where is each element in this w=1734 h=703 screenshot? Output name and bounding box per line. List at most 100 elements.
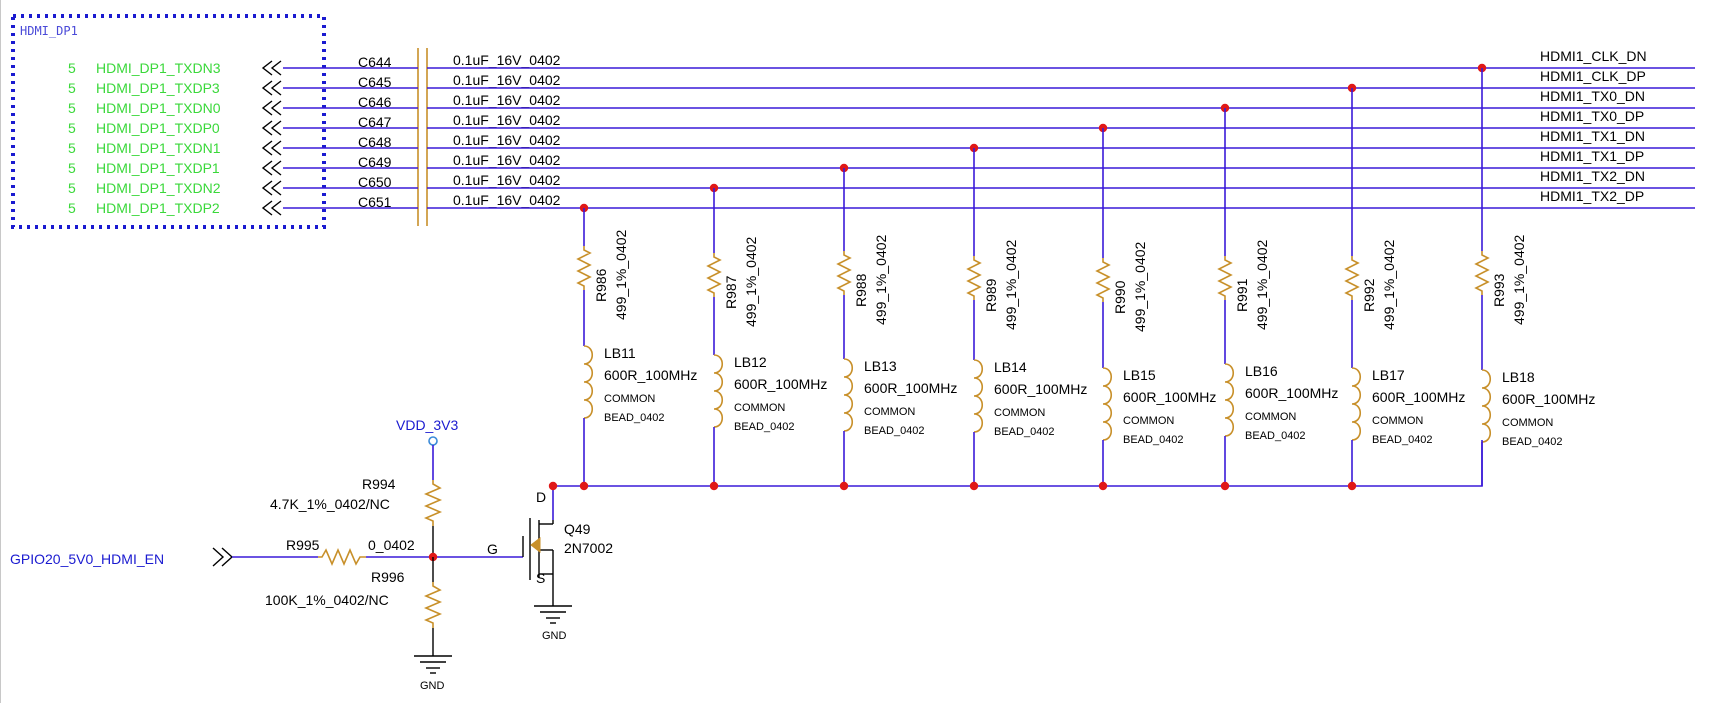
bead-desc-package: BEAD_0402 — [604, 412, 665, 424]
bead-value: 600R_100MHz — [1123, 389, 1216, 405]
input-net-label: HDMI_DP1_TXDN0 — [96, 100, 221, 116]
r994-resistor — [423, 480, 443, 526]
bead-value: 600R_100MHz — [864, 380, 957, 396]
bead-desc-package: BEAD_0402 — [864, 425, 925, 437]
r995-resistor — [318, 547, 366, 567]
bus-junction — [709, 481, 719, 491]
capacitor-value: 0.1uF_16V_0402 — [453, 172, 561, 188]
bead-desc-package: BEAD_0402 — [1123, 434, 1184, 446]
block-pin-number: 5 — [68, 160, 76, 176]
bead-desc-common: COMMON — [604, 393, 655, 405]
capacitor-value: 0.1uF_16V_0402 — [453, 52, 561, 68]
bus-junction — [1220, 481, 1230, 491]
resistor-value: 499_1%_0402 — [613, 229, 629, 320]
bead-desc-common: COMMON — [864, 406, 915, 418]
r994-ref: R994 — [362, 476, 396, 492]
ferrite-bead — [1224, 363, 1235, 437]
bead-desc-package: BEAD_0402 — [1245, 430, 1306, 442]
bead-value: 600R_100MHz — [994, 381, 1087, 397]
bead-ref: LB12 — [734, 354, 767, 370]
r995-value: 0_0402 — [368, 537, 415, 553]
q49-ref: Q49 — [564, 521, 591, 537]
drain-label: D — [536, 489, 546, 505]
bus-junction — [1347, 481, 1357, 491]
source-label: S — [536, 570, 545, 586]
r996-resistor — [423, 582, 443, 628]
gnd-label-q49: GND — [542, 630, 567, 642]
bead-value: 600R_100MHz — [604, 367, 697, 383]
bead-desc-common: COMMON — [1123, 415, 1174, 427]
resistor-value: 499_1%_0402 — [1132, 241, 1148, 332]
resistor-value: 499_1%_0402 — [1381, 239, 1397, 330]
capacitor-value: 0.1uF_16V_0402 — [453, 192, 561, 208]
bead-desc-common: COMMON — [1502, 417, 1553, 429]
vdd-3v3-port — [428, 436, 438, 446]
resistor-ref: R986 — [593, 268, 609, 302]
input-net-label: HDMI_DP1_TXDP1 — [96, 160, 220, 176]
enable-circuit: VDD_3V3 R994 4.7K_1%_0402/NC GPIO20_5V0_… — [10, 417, 613, 692]
port-chevron — [270, 80, 282, 96]
bead-desc-package: BEAD_0402 — [994, 426, 1055, 438]
resistor-value: 499_1%_0402 — [873, 234, 889, 325]
output-net-label: HDMI1_CLK_DN — [1540, 48, 1647, 64]
block-pin-number: 5 — [68, 60, 76, 76]
q49-value: 2N7002 — [564, 540, 613, 556]
ferrite-bead — [1351, 367, 1362, 441]
ferrite-bead — [1481, 369, 1492, 443]
block-pin-number: 5 — [68, 120, 76, 136]
capacitor-value: 0.1uF_16V_0402 — [453, 112, 561, 128]
ferrite-bead — [973, 359, 984, 433]
bus-junction — [969, 481, 979, 491]
port-chevron — [270, 160, 282, 176]
bead-desc-common: COMMON — [1372, 415, 1423, 427]
capacitor-ref: C648 — [358, 134, 392, 150]
block-pin-number: 5 — [68, 140, 76, 156]
input-net-label: HDMI_DP1_TXDN2 — [96, 180, 221, 196]
bead-ref: LB15 — [1123, 367, 1156, 383]
port-chevron — [261, 160, 273, 176]
block-title: HDMI_DP1 — [20, 24, 78, 38]
bead-value: 600R_100MHz — [1502, 391, 1595, 407]
input-arrow-1 — [212, 547, 225, 567]
ferrite-bead — [843, 358, 854, 432]
block-pin-number: 5 — [68, 200, 76, 216]
r994-value: 4.7K_1%_0402/NC — [270, 496, 390, 512]
ferrite-bead — [583, 345, 594, 419]
termination-resistor — [1344, 256, 1360, 300]
bead-ref: LB13 — [864, 358, 897, 374]
port-chevron — [261, 180, 273, 196]
drain-junction — [548, 481, 558, 491]
termination-bus — [548, 440, 1483, 520]
termination-resistor — [1095, 258, 1111, 302]
output-net-label: HDMI1_TX0_DN — [1540, 88, 1645, 104]
resistor-value: 499_1%_0402 — [1254, 239, 1270, 330]
ferrite-bead — [1102, 367, 1113, 441]
port-chevron — [270, 140, 282, 156]
port-chevron — [261, 100, 273, 116]
bead-desc-package: BEAD_0402 — [1502, 436, 1563, 448]
bead-ref: LB14 — [994, 359, 1027, 375]
r996-ref: R996 — [371, 569, 405, 585]
resistor-ref: R990 — [1112, 280, 1128, 314]
capacitor-value: 0.1uF_16V_0402 — [453, 152, 561, 168]
capacitor-value: 0.1uF_16V_0402 — [453, 132, 561, 148]
block-pin-number: 5 — [68, 80, 76, 96]
output-net-label: HDMI1_TX1_DP — [1540, 148, 1644, 164]
termination-resistor — [1474, 251, 1490, 295]
bead-value: 600R_100MHz — [1372, 389, 1465, 405]
resistor-ref: R989 — [983, 278, 999, 312]
port-chevron — [261, 120, 273, 136]
capacitor-ref: C650 — [358, 174, 392, 190]
bus-junction — [839, 481, 849, 491]
bead-ref: LB17 — [1372, 367, 1405, 383]
termination-resistor — [576, 246, 592, 290]
capacitor-ref: C649 — [358, 154, 392, 170]
block-border — [11, 14, 326, 229]
